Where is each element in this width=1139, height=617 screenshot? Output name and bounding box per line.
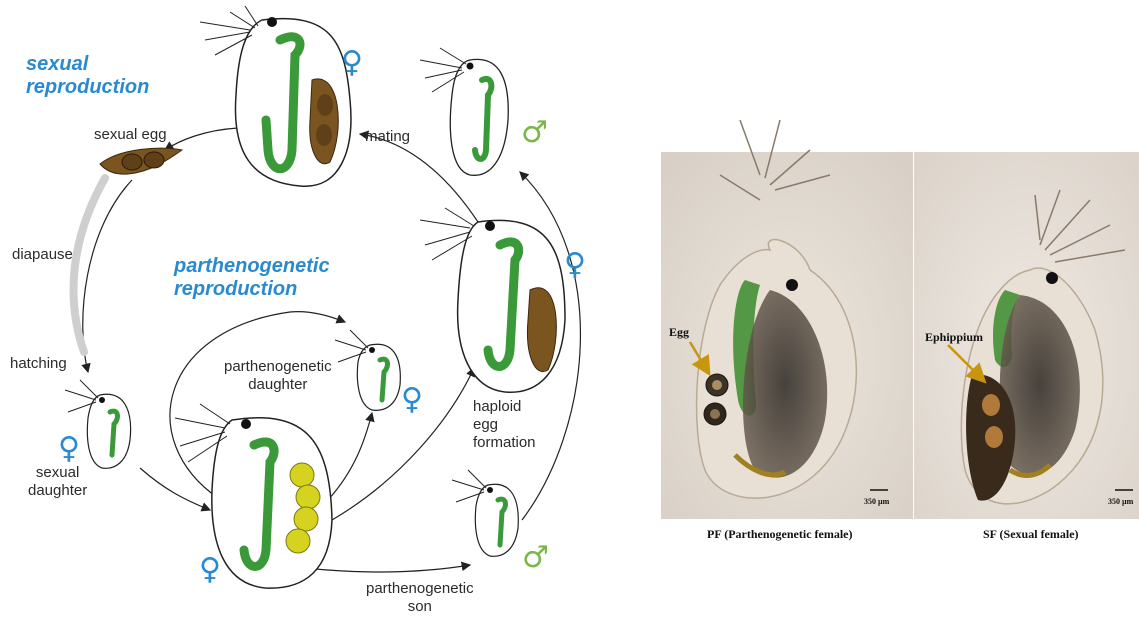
label-haploid: haploid egg formation bbox=[473, 398, 536, 452]
female-symbol-sexual-daughter: ♀ bbox=[58, 434, 80, 464]
label-diapause: diapause bbox=[12, 246, 73, 264]
male-drawing bbox=[420, 48, 508, 175]
haploid-line1: haploid bbox=[473, 398, 536, 416]
male-symbol-son: ♂ bbox=[522, 543, 549, 573]
parth-daughter-line1: parthenogenetic bbox=[224, 358, 332, 376]
label-parth-son: parthenogenetic son bbox=[366, 580, 474, 616]
haploid-female-drawing bbox=[420, 208, 565, 392]
photo-label-egg: Egg bbox=[669, 325, 689, 340]
sexual-female-drawing bbox=[200, 6, 351, 186]
photo-parthenogenetic bbox=[661, 120, 913, 519]
female-symbol-parth-female: ♀ bbox=[199, 555, 221, 585]
parthenogenetic-reproduction-title: parthenogenetic reproduction bbox=[174, 255, 330, 301]
arrow-to-sexual-egg bbox=[165, 128, 238, 150]
label-sexual-egg: sexual egg bbox=[94, 126, 167, 144]
label-mating: mating bbox=[365, 128, 410, 146]
label-parth-daughter: parthenogenetic daughter bbox=[224, 358, 332, 394]
label-hatching: hatching bbox=[10, 355, 67, 373]
sexual-reproduction-title: sexual reproduction bbox=[26, 53, 149, 99]
parth-daughter-drawing bbox=[335, 330, 400, 410]
sexual-daughter-line2: daughter bbox=[28, 482, 87, 500]
haploid-line3: formation bbox=[473, 434, 536, 452]
parth-title-line1: parthenogenetic bbox=[174, 255, 330, 278]
sexual-title-line1: sexual bbox=[26, 53, 149, 76]
label-sexual-daughter: sexual daughter bbox=[28, 464, 87, 500]
haploid-line2: egg bbox=[473, 416, 536, 434]
parth-son-drawing bbox=[452, 470, 518, 556]
female-symbol-parth-daughter: ♀ bbox=[401, 385, 423, 415]
female-symbol-top: ♀ bbox=[341, 48, 363, 78]
female-symbol-haploid: ♀ bbox=[564, 250, 586, 280]
photo-label-ephippium: Ephippium bbox=[925, 330, 983, 345]
male-symbol-top: ♂ bbox=[521, 118, 548, 148]
arrow-to-parth-daughter bbox=[328, 413, 372, 500]
parth-title-line2: reproduction bbox=[174, 278, 330, 301]
caption-sf: SF (Sexual female) bbox=[983, 527, 1079, 542]
caption-pf: PF (Parthenogenetic female) bbox=[707, 527, 853, 542]
scale-bar-left: 350 µm bbox=[864, 497, 889, 506]
sexual-daughter-line1: sexual bbox=[28, 464, 87, 482]
parth-son-line1: parthenogenetic bbox=[366, 580, 474, 598]
scale-bar-right: 350 µm bbox=[1108, 497, 1133, 506]
parth-daughter-line2: daughter bbox=[224, 376, 332, 394]
arrow-to-parth-female bbox=[140, 468, 210, 510]
parth-son-line2: son bbox=[366, 598, 474, 616]
sexual-egg-icon bbox=[100, 148, 182, 174]
sexual-title-line2: reproduction bbox=[26, 76, 149, 99]
